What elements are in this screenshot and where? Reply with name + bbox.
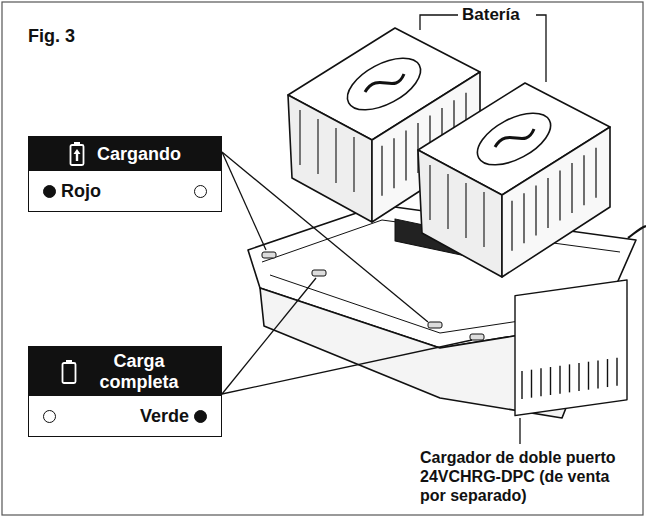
status-body: Verde (29, 396, 221, 436)
status-box: CargandoRojo (28, 136, 222, 212)
led-red-1 (262, 252, 276, 258)
status-heading: Cargando (97, 144, 181, 165)
part-label: Batería (462, 5, 520, 25)
led-dot (43, 410, 56, 423)
status-heading: Carga completa (89, 351, 189, 392)
leader-lines (222, 15, 546, 444)
status-box: Carga completaVerde (28, 346, 222, 437)
led-dot (43, 185, 56, 198)
battery (418, 83, 610, 277)
status-header: Carga completa (29, 347, 221, 396)
led-color: Rojo (61, 181, 101, 202)
led-green-1 (312, 270, 326, 276)
figure-title: Fig. 3 (28, 26, 75, 47)
led-dot (194, 185, 207, 198)
battery-icon (61, 359, 77, 385)
led-red-2 (428, 322, 442, 328)
led-color: Verde (140, 406, 189, 427)
led-green-2 (470, 334, 484, 340)
status-header: Cargando (29, 137, 221, 171)
product-label: Cargador de doble puerto 24VCHRG-DPC (de… (420, 448, 638, 506)
status-body: Rojo (29, 171, 221, 211)
battery-icon (69, 141, 85, 167)
led-dot (194, 410, 207, 423)
